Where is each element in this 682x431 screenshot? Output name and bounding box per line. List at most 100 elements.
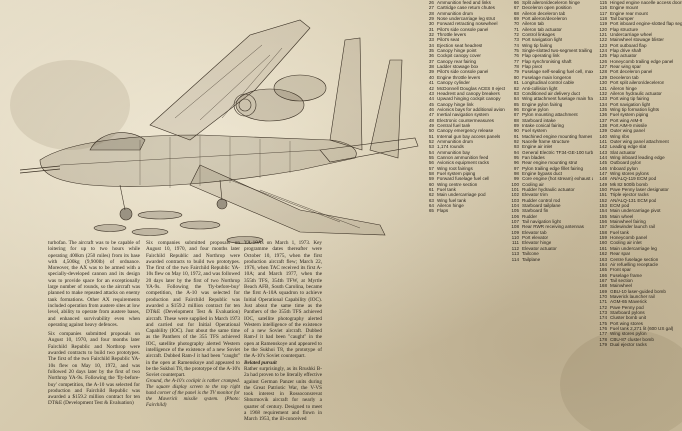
legend-label: Wing ribs (610, 133, 630, 139)
legend-label: Centre fuselage section (610, 256, 659, 262)
legend-label: Port split aileron/deceleron (610, 80, 665, 86)
legend-number: 67 (513, 5, 519, 11)
legend-label: Elevator hinge (522, 240, 552, 246)
legend-number: 101 (511, 187, 519, 193)
legend-number: 82 (513, 85, 519, 91)
legend-number: 51 (428, 133, 434, 139)
legend-label: Rudder hydraulic actuator (522, 187, 575, 193)
legend-label: Pylon mounting attachment (522, 112, 578, 118)
legend-label: Undercarriage wheel (610, 32, 653, 38)
legend-label: Port wing stores (610, 320, 643, 326)
legend-number: 151 (599, 192, 607, 198)
article-subhead: Belated pursuit (244, 359, 277, 366)
legend-number: 97 (513, 165, 519, 171)
legend-number: 156 (599, 219, 607, 225)
legend-number: 121 (599, 32, 607, 38)
legend-label: Avionics bays for additional avionics eq… (437, 106, 505, 112)
legend-number: 79 (513, 69, 519, 75)
legend-label: Maverick launcher rail (610, 293, 655, 299)
legend-number: 102 (511, 192, 519, 198)
article-paragraph: YA-10As on March 1, 1973. Key programme … (244, 240, 322, 360)
legend-number: 43 (428, 90, 434, 96)
legend-label: Pilot's side console panel (437, 69, 489, 75)
legend-number: 49 (428, 122, 434, 128)
legend-label: Wing fuel tank (437, 197, 467, 203)
legend-number: 86 (513, 106, 519, 112)
legend-label: Anti-collision light (522, 85, 558, 91)
legend-label: Pilot's side console panel (437, 26, 489, 32)
legend-label: Engine air inlet (522, 144, 553, 150)
legend-number: 62 (428, 192, 434, 198)
legend-label: Ammunition drum (437, 138, 473, 144)
legend-label: Canopy cylinder (437, 80, 470, 86)
legend-label: Avionics equipment racks (437, 160, 490, 166)
legend-label: Flap operating link (522, 53, 560, 59)
legend-number: 32 (428, 32, 434, 38)
legend-label: Port elevator (522, 235, 549, 241)
legend-label: GBU-10 laser-guided bomb (610, 288, 666, 294)
legend-number: 31 (428, 26, 434, 32)
legend-label: Tailplane (522, 256, 541, 262)
legend-number: 38 (428, 64, 434, 70)
legend-number: 71 (513, 26, 519, 32)
legend-label: Flap actuator (610, 53, 637, 59)
legend-label: Aileron deceleron tab (522, 10, 566, 16)
legend-number: 113 (511, 251, 519, 257)
legend-label: Outboard pylon (610, 160, 642, 166)
legend-number: 170 (599, 293, 607, 299)
legend-label: Wing stores pylon (610, 331, 647, 337)
legend-label: Leading edge slat (610, 144, 647, 150)
legend-label: Tail bumper (610, 16, 634, 22)
legend-label: Rudder control rod (522, 197, 561, 203)
legend-number: 114 (511, 256, 519, 262)
legend-label: Aileron hydraulic actuator (610, 90, 662, 96)
legend-number: 44 (428, 96, 434, 102)
article-paragraph: Rather surprisingly, as its Rrushki B-2a… (244, 365, 322, 423)
legend-label: Wing tip fairing (522, 42, 553, 48)
legend-label: Engine rear mount (610, 10, 648, 16)
legend-label: Wing inboard leading edge (610, 154, 665, 160)
legend-label: Engine pylon fairing (522, 101, 563, 107)
legend-number: 138 (599, 122, 607, 128)
legend-label: Inboard pylon (610, 165, 638, 171)
legend-label: Forward retracting nosewheel (437, 21, 498, 27)
article-paragraph: turbofan. The aircraft was to be capable… (48, 240, 140, 328)
legend-label: Wing centre section (437, 181, 478, 187)
legend-label: Slat actuator (610, 149, 636, 155)
legend-label: Rear wing spar (610, 64, 641, 70)
legend-label: Ladder stowage box (437, 64, 479, 70)
legend-number: 40 (428, 74, 434, 80)
legend-number: 133 (599, 96, 607, 102)
legend-label: Fuselage self-sealing fuel cell, maximum… (522, 69, 593, 75)
legend-label: Port aileron/deceleron (522, 16, 567, 22)
